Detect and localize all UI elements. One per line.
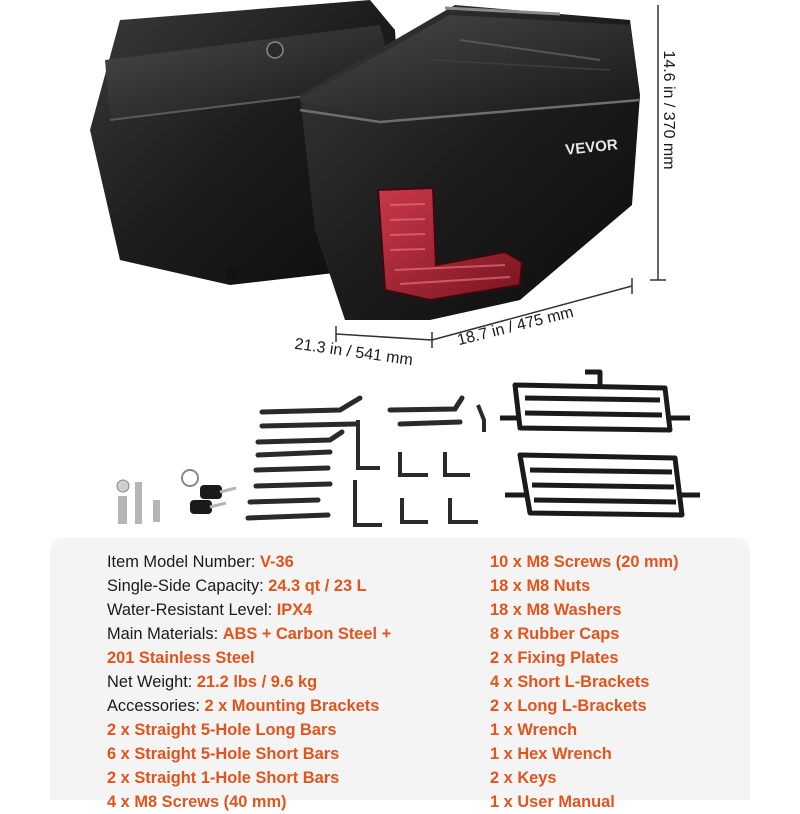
spec-value: 201 Stainless Steel bbox=[107, 649, 255, 667]
accessory-item: 1 x User Manual bbox=[490, 793, 615, 811]
accessory-item: 2 x Straight 5-Hole Long Bars bbox=[107, 721, 337, 739]
height-dimension-label: 14.6 in / 370 mm bbox=[660, 50, 677, 170]
spec-panel bbox=[50, 538, 750, 800]
accessory-item: 6 x Straight 5-Hole Short Bars bbox=[107, 745, 340, 763]
spec-column-right: 10 x M8 Screws (20 mm) 18 x M8 Nuts 18 x… bbox=[490, 550, 679, 814]
accessory-item: 1 x Wrench bbox=[490, 721, 578, 739]
spec-value: V-36 bbox=[260, 553, 294, 571]
dimension-lines bbox=[335, 5, 666, 348]
spec-value: 2 x Mounting Brackets bbox=[204, 697, 380, 715]
accessory-item: 10 x M8 Screws (20 mm) bbox=[490, 553, 679, 571]
spec-materials: Main Materials: ABS + Carbon Steel + bbox=[107, 622, 391, 646]
spec-capacity: Single-Side Capacity: 24.3 qt / 23 L bbox=[107, 574, 391, 598]
mounting-brackets bbox=[500, 369, 700, 518]
spec-column-left: Item Model Number: V-36 Single-Side Capa… bbox=[107, 550, 391, 814]
spec-label: Net Weight: bbox=[107, 673, 197, 691]
spec-label: Item Model Number: bbox=[107, 553, 261, 571]
spec-materials-continued: 201 Stainless Steel bbox=[107, 646, 391, 670]
brand-logo: VEVOR bbox=[565, 136, 619, 158]
accessory-item: 2 x Fixing Plates bbox=[490, 649, 619, 667]
accessory-item: 4 x Short L-Brackets bbox=[490, 673, 650, 691]
spec-value: 21.2 lbs / 9.6 kg bbox=[196, 673, 318, 691]
spec-value: 24.3 qt / 23 L bbox=[268, 577, 367, 595]
spec-value: IPX4 bbox=[276, 601, 313, 619]
accessory-item: 2 x Straight 1-Hole Short Bars bbox=[107, 769, 340, 787]
accessory-item: 18 x M8 Nuts bbox=[490, 577, 591, 595]
spec-label: Water-Resistant Level: bbox=[107, 601, 277, 619]
spec-accessories: Accessories: 2 x Mounting Brackets bbox=[107, 694, 391, 718]
l-brackets bbox=[353, 404, 486, 527]
spec-label: Main Materials: bbox=[107, 625, 223, 643]
screws-and-keys bbox=[116, 469, 237, 524]
accessory-item: 4 x M8 Screws (40 mm) bbox=[107, 793, 287, 811]
accessory-item: 18 x M8 Washers bbox=[490, 601, 622, 619]
spec-label: Accessories: bbox=[107, 697, 205, 715]
product-photo: VEVOR bbox=[90, 0, 700, 527]
straight-bars bbox=[245, 395, 465, 521]
spec-water-resistance: Water-Resistant Level: IPX4 bbox=[107, 598, 391, 622]
spec-label: Single-Side Capacity: bbox=[107, 577, 269, 595]
accessory-item: 2 x Keys bbox=[490, 769, 557, 787]
front-saddlebag: VEVOR bbox=[298, 5, 641, 320]
accessory-item: 1 x Hex Wrench bbox=[490, 745, 612, 763]
accessory-item: 2 x Long L-Brackets bbox=[490, 697, 647, 715]
tail-light bbox=[376, 186, 524, 302]
spec-model: Item Model Number: V-36 bbox=[107, 550, 391, 574]
accessory-item: 8 x Rubber Caps bbox=[490, 625, 620, 643]
spec-weight: Net Weight: 21.2 lbs / 9.6 kg bbox=[107, 670, 391, 694]
spec-value: ABS + Carbon Steel + bbox=[222, 625, 392, 643]
